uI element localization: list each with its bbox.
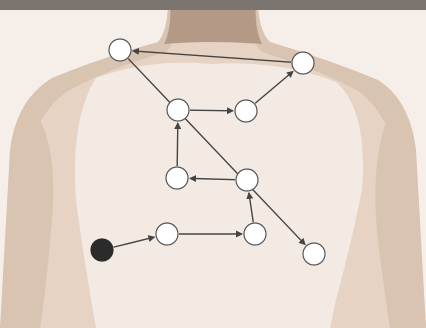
node-f <box>167 99 189 121</box>
node-c <box>244 223 266 245</box>
node-j <box>303 243 325 265</box>
node-d <box>236 169 258 191</box>
top-dark-band <box>0 0 426 10</box>
node-i <box>109 39 131 61</box>
chest-light-region <box>75 63 363 328</box>
node-h <box>292 52 314 74</box>
node-e <box>166 167 188 189</box>
node-b <box>156 223 178 245</box>
sequence-arrow-e-to-f <box>177 123 178 166</box>
sequence-arrow-f-to-g <box>190 110 233 111</box>
node-g <box>235 100 257 122</box>
start-node-a <box>91 239 113 261</box>
